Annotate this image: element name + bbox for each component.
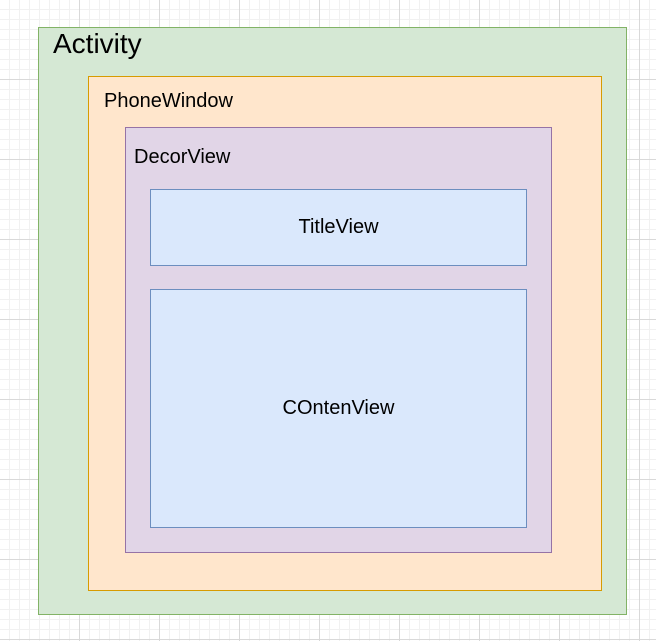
content-view-box: COntenView xyxy=(150,289,527,528)
content-view-label: COntenView xyxy=(282,397,395,419)
title-view-label: TitleView xyxy=(298,216,379,238)
title-view-box: TitleView xyxy=(150,189,527,266)
phone-window-label: PhoneWindow xyxy=(104,90,233,112)
decor-view-label: DecorView xyxy=(134,146,231,168)
activity-label: Activity xyxy=(53,28,142,59)
